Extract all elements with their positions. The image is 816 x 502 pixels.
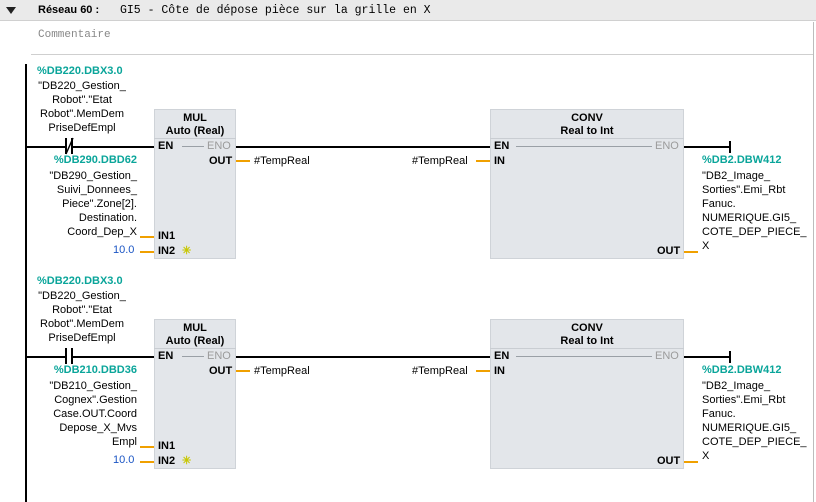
mul-en-pin: EN <box>158 140 174 152</box>
in1-wire <box>140 236 154 238</box>
rung-wire <box>27 146 155 148</box>
conv-in-operand[interactable]: #TempReal <box>412 155 468 167</box>
conv-out-wire <box>684 251 698 253</box>
rung-end-marker <box>729 141 731 153</box>
conv-title: CONV <box>571 322 603 334</box>
conv-type[interactable]: Real to Int <box>560 125 614 137</box>
negated-contact-icon[interactable] <box>64 137 76 155</box>
eno-en-wire <box>236 146 490 148</box>
in2-constant[interactable]: 10.0 <box>113 244 135 256</box>
conv-in-operand[interactable]: #TempReal <box>412 365 468 377</box>
in2-constant[interactable]: 10.0 <box>113 454 135 466</box>
mul-title: MUL <box>183 322 207 334</box>
out-tag[interactable]: "DB2_Image_ Sorties".Emi_Rbt Fanuc. NUME… <box>702 170 807 252</box>
contact-tag[interactable]: "DB220_Gestion_ Robot"."Etat Robot".MemD… <box>38 80 126 134</box>
rung-end-wire <box>684 146 730 148</box>
conv-en-eno-line <box>516 146 652 147</box>
mul-out-operand[interactable]: #TempReal <box>254 155 310 167</box>
mul-in2-pin: IN2 <box>158 455 176 467</box>
contact-gap <box>66 138 71 154</box>
mul-en-pin: EN <box>158 350 174 362</box>
network-comment-field[interactable]: Commentaire <box>31 24 813 55</box>
mul-divider <box>154 138 236 139</box>
mul-in1-pin: IN1 <box>158 440 176 452</box>
contact-tag[interactable]: "DB220_Gestion_ Robot"."Etat Robot".MemD… <box>38 290 126 344</box>
conv-en-pin: EN <box>494 140 510 152</box>
mul-box[interactable] <box>154 109 236 259</box>
mul-divider <box>154 348 236 349</box>
contact-bar-left[interactable] <box>65 348 67 364</box>
in1-address[interactable]: %DB210.DBD36 <box>53 364 137 376</box>
contact-address[interactable]: %DB220.DBX3.0 <box>37 65 123 77</box>
mul-in2-pin: IN2 <box>158 245 176 257</box>
conv-divider <box>490 138 684 139</box>
editor-border <box>813 22 814 502</box>
out-tag[interactable]: "DB2_Image_ Sorties".Emi_Rbt Fanuc. NUME… <box>702 380 807 462</box>
conv-out-pin: OUT <box>657 245 681 257</box>
in1-tag[interactable]: "DB210_Gestion_ Cognex".Gestion Case.OUT… <box>49 380 137 448</box>
contact-gap <box>66 348 71 364</box>
conv-type[interactable]: Real to Int <box>560 335 614 347</box>
network-header[interactable]: Réseau 60 : GI5 - Côte de dépose pièce s… <box>0 0 816 21</box>
mul-title: MUL <box>183 112 207 124</box>
conv-box[interactable] <box>490 109 684 259</box>
mul-out-wire <box>236 370 250 372</box>
rung-wire <box>27 356 155 358</box>
add-input-star-icon[interactable]: ✳ <box>182 455 192 467</box>
mul-out-pin: OUT <box>209 365 233 377</box>
conv-in-wire <box>476 160 490 162</box>
mul-in1-pin: IN1 <box>158 230 176 242</box>
rung-end-marker <box>729 351 731 363</box>
mul-type[interactable]: Auto (Real) <box>165 335 225 347</box>
mul-box[interactable] <box>154 319 236 469</box>
mul-out-wire <box>236 160 250 162</box>
in2-wire <box>140 461 154 463</box>
mul-eno-pin: ENO <box>207 140 231 152</box>
conv-eno-pin: ENO <box>655 350 679 362</box>
mul-out-operand[interactable]: #TempReal <box>254 365 310 377</box>
eno-en-wire <box>236 356 490 358</box>
contact-bar-left <box>65 138 67 154</box>
conv-out-wire <box>684 461 698 463</box>
out-address[interactable]: %DB2.DBW412 <box>702 154 782 166</box>
in1-wire <box>140 446 154 448</box>
conv-out-pin: OUT <box>657 455 681 467</box>
out-address[interactable]: %DB2.DBW412 <box>702 364 782 376</box>
mul-type[interactable]: Auto (Real) <box>165 125 225 137</box>
conv-eno-pin: ENO <box>655 140 679 152</box>
contact-address[interactable]: %DB220.DBX3.0 <box>37 275 123 287</box>
conv-box[interactable] <box>490 319 684 469</box>
network-number: Réseau 60 : <box>38 4 100 16</box>
conv-in-pin: IN <box>494 365 505 377</box>
mul-en-eno-line <box>182 356 204 357</box>
conv-in-pin: IN <box>494 155 505 167</box>
conv-divider <box>490 348 684 349</box>
in1-tag[interactable]: "DB290_Gestion_ Suivi_Donnees_ Piece".Zo… <box>49 170 137 238</box>
power-rail-left <box>25 64 27 502</box>
mul-eno-pin: ENO <box>207 350 231 362</box>
conv-en-eno-line <box>516 356 652 357</box>
mul-out-pin: OUT <box>209 155 233 167</box>
rung-end-wire <box>684 356 730 358</box>
in2-wire <box>140 251 154 253</box>
network-title[interactable]: GI5 - Côte de dépose pièce sur la grille… <box>120 4 431 17</box>
mul-en-eno-line <box>182 146 204 147</box>
add-input-star-icon[interactable]: ✳ <box>182 245 192 257</box>
in1-address[interactable]: %DB290.DBD62 <box>53 154 137 166</box>
contact-bar-right[interactable] <box>71 348 73 364</box>
conv-en-pin: EN <box>494 350 510 362</box>
conv-in-wire <box>476 370 490 372</box>
conv-title: CONV <box>571 112 603 124</box>
comment-placeholder: Commentaire <box>38 29 111 41</box>
collapse-triangle-icon[interactable] <box>6 7 16 14</box>
contact-bar-right <box>71 138 73 154</box>
